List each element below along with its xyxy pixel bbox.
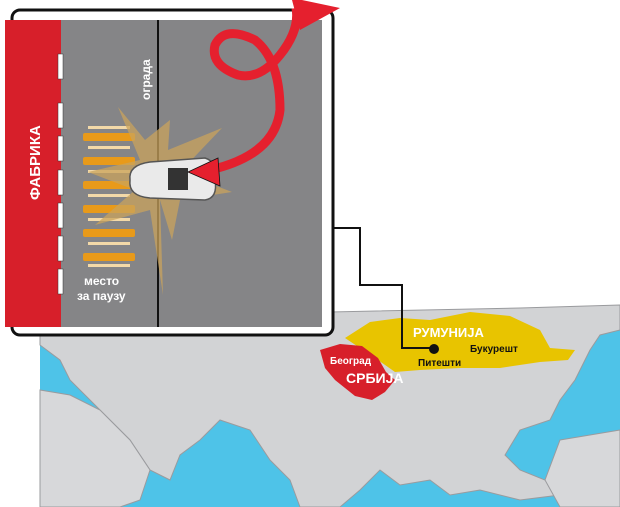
rest-area-label-line2: за паузу <box>77 289 126 303</box>
belgrade-label: Београд <box>330 356 372 367</box>
romania-label: РУМУНИЈА <box>413 325 484 340</box>
diagram-panel: ФАБРИКА ограда <box>5 0 340 337</box>
fence-label: ограда <box>139 59 153 100</box>
map: РУМУНИЈА Букурешт Питешти Београд СРБИЈА <box>39 227 620 507</box>
arrow-head <box>187 157 221 187</box>
land-italy <box>39 389 151 507</box>
car <box>129 157 217 201</box>
arrow-tail <box>292 0 340 30</box>
bucharest-label: Букурешт <box>470 344 518 355</box>
rest-area-label-line1: место <box>84 274 119 288</box>
factory-label: ФАБРИКА <box>27 125 44 200</box>
impact-burst <box>88 107 232 295</box>
factory-strip <box>5 20 61 327</box>
serbia-label: СРБИЈА <box>346 370 403 386</box>
entrance-marks <box>57 53 64 295</box>
parking-bars <box>83 126 135 267</box>
serbia-shape <box>320 344 395 400</box>
connector-line <box>333 227 432 349</box>
pitesti-label: Питешти <box>418 358 461 369</box>
pitesti-marker <box>429 344 439 354</box>
land-turkey <box>544 429 620 507</box>
trajectory-arrow <box>208 7 302 175</box>
